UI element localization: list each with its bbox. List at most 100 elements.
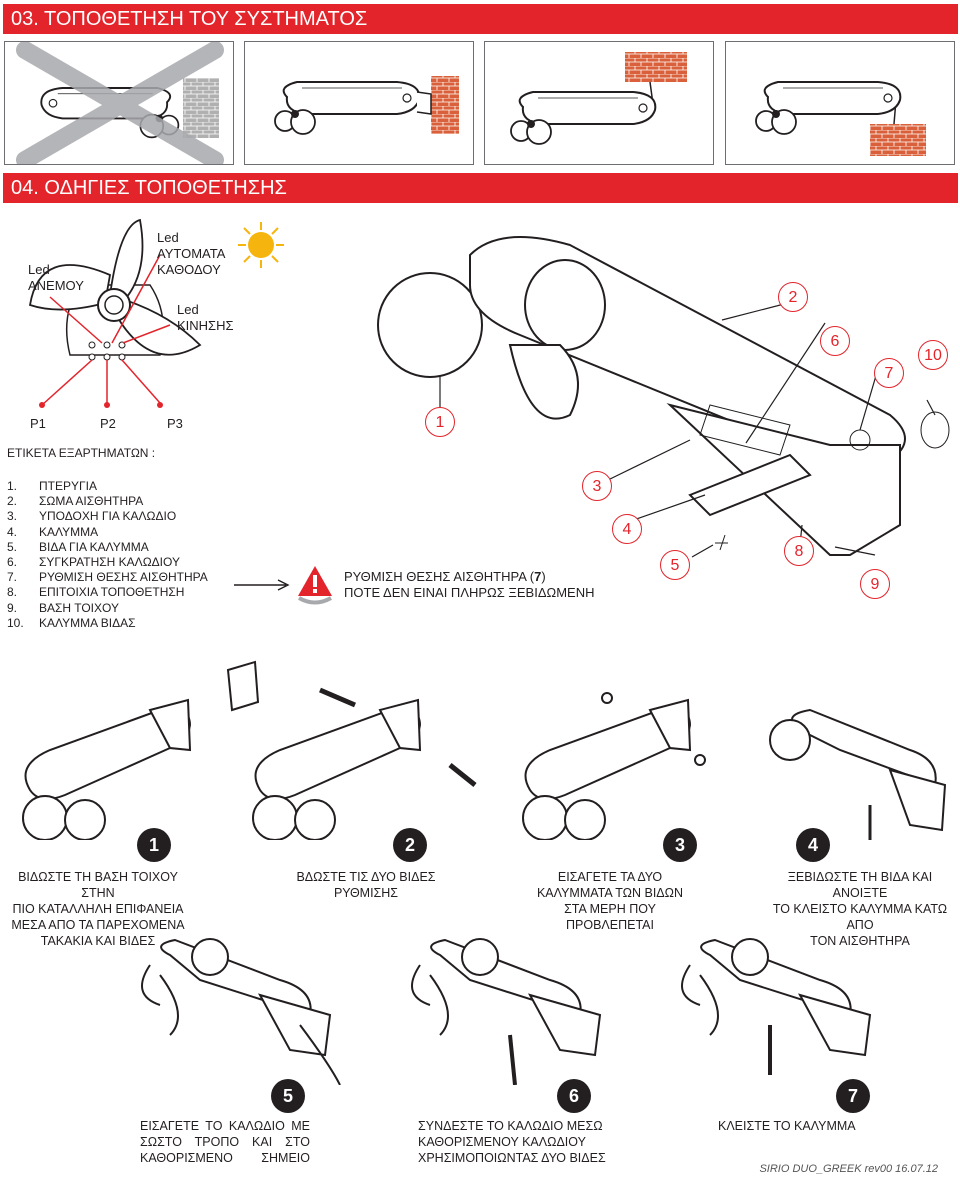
step-2-caption-line-2: ΡΥΘΜΙΣΗΣ [333,886,399,900]
step-6-badge: 6 [557,1079,591,1113]
callout-7: 7 [874,358,904,388]
led-wind-label: Led ΑΝΕΜΟΥ [28,262,84,294]
led-wind-label-line-1: Led [28,262,50,277]
step-5-caption-line-1: ΕΙΣΑΓΕΤΕ ΤΟ ΚΑΛΩΔΙΟ ΜΕ [140,1119,310,1133]
parts-list-item-number: 7. [7,570,18,585]
led-auto-label-line-2: ΑΥΤΟΜΑΤΑ [157,246,226,261]
step-3-caption: ΕΙΣΑΓΕΤΕ ΤΑ ΔΥΟ ΚΑΛΥΜΜΑΤΑ ΤΩΝ ΒΙΔΩΝ ΣΤΑ … [530,869,690,933]
mounting-panel-floor [725,41,955,165]
parts-list-item-name: ΠΤΕΡΥΓΙΑ [39,479,97,493]
section-4-title-bar: 04. ΟΔΗΓΙΕΣ ΤΟΠΟΘΕΤΗΣΗΣ [3,173,958,203]
step-7-badge: 7 [836,1079,870,1113]
parts-list-item-number: 2. [7,494,18,509]
step-5-badge: 5 [271,1079,305,1113]
step-2-badge: 2 [393,828,427,862]
callout-9: 9 [860,569,890,599]
parts-list-item-number: 10. [7,615,24,630]
mounting-ceiling-illustration [510,52,687,145]
step-4-badge: 4 [796,828,830,862]
step-6-caption: ΣΥΝΔΕΣΤΕ ΤΟ ΚΑΛΩΔΙΟ ΜΕΣΩ ΚΑΘΟΡΙΣΜΕΝΟΥ ΚΑ… [418,1118,608,1166]
parts-list-item-name: ΒΑΣΗ ΤΟΙΧΟΥ [39,600,119,615]
parts-list-item: 7.ΡΥΘΜΙΣΗ ΘΕΣΗΣ ΑΙΣΘΗΤΗΡΑ [7,570,208,585]
parts-list-item-name: ΚΑΛΥΜΜΑ [39,524,99,539]
led-motion-label-line-2: ΚΙΝΗΣΗΣ [177,318,234,333]
step-4-caption-line-3: ΤΟΝ ΑΙΣΘΗΤΗΡΑ [810,934,910,948]
warning-line-1-number: 7 [534,569,542,584]
callout-2: 2 [778,282,808,312]
parts-list-item-number: 4. [7,524,18,539]
mounting-floor-illustration [755,81,926,156]
led-auto-label-line-1: Led [157,230,179,245]
warning-line-1c: ) [541,569,546,584]
step-5-caption-line-3: ΚΑΘΟΡΙΣΜΕΝΟ ΣΗΜΕΙΟ [140,1151,310,1165]
mounting-wall-side-illustration [274,76,459,135]
callout-1: 1 [425,407,455,437]
callout-10: 10 [918,340,948,370]
steps-5-7-illustrations [141,938,872,1085]
step-5-caption-line-2: ΣΩΣΤΟ ΤΡΟΠΟ ΚΑΙ ΣΤΟ [140,1135,310,1149]
callout-6: 6 [820,326,850,356]
step-5-caption: ΕΙΣΑΓΕΤΕ ΤΟ ΚΑΛΩΔΙΟ ΜΕ ΣΩΣΤΟ ΤΡΟΠΟ ΚΑΙ Σ… [140,1118,310,1166]
callout-5: 5 [660,550,690,580]
section-3-title: 03. ΤΟΠΟΘΕΤΗΣΗ ΤΟΥ ΣΥΣΤΗΜΑΤΟΣ [11,8,368,30]
callout-3: 3 [582,471,612,501]
warning-text: ΡΥΘΜΙΣΗ ΘΕΣΗΣ ΑΙΣΘΗΤΗΡΑ (7) ΠΟΤΕ ΔΕΝ ΕΙΝ… [344,569,595,601]
step-6-caption-line-2: ΚΑΘΟΡΙΣΜΕΝΟΥ ΚΑΛΩΔΙΟΥ [418,1135,586,1149]
led-motion-label-line-1: Led [177,302,199,317]
parts-list-item-name: ΚΑΛΥΜΜΑ ΒΙΔΑΣ [39,615,136,630]
warning-line-2: ΠΟΤΕ ΔΕΝ ΕΙΝΑΙ ΠΛΗΡΩΣ ΞΕΒΙΔΩΜΕΝΗ [344,585,595,600]
warning-icon [298,566,332,605]
button-p2-label: P2 [100,416,116,431]
arrow-to-warning [234,579,290,591]
step-4-caption-line-2: ΤΟ ΚΛΕΙΣΤΟ ΚΑΛΥΜΜΑ ΚΑΤΩ ΑΠΟ [772,902,948,932]
exploded-sensor-drawing [377,236,950,558]
warning-line-1a: ΡΥΘΜΙΣΗ ΘΕΣΗΣ ΑΙΣΘΗΤΗΡΑ ( [344,569,535,584]
parts-list-item: 2.ΣΩΜΑ ΑΙΣΘΗΤΗΡΑ [7,494,208,509]
parts-list-item: 10. ΚΑΛΥΜΜΑ ΒΙΔΑΣ [7,616,208,631]
section-3-title-bar: 03. ΤΟΠΟΘΕΤΗΣΗ ΤΟΥ ΣΥΣΤΗΜΑΤΟΣ [3,4,958,34]
led-wind-label-line-2: ΑΝΕΜΟΥ [28,278,84,293]
document-footer: SIRIO DUO_GREEK rev00 16.07.12 [759,1163,938,1175]
step-4-caption-line-1: ΞΕΒΙΔΩΣΤΕ ΤΗ ΒΙΔΑ ΚΑΙ ΑΝΟΙΞΤΕ [787,870,933,900]
sun-icon [238,222,284,268]
step-1-caption-line-2: ΠΙΟ ΚΑΤΑΛΛΗΛΗ ΕΠΙΦΑΝΕΙΑ [12,902,184,916]
parts-list-item-name: ΕΠΙΤΟΙΧΙΑ ΤΟΠΟΘΕΤΗΣΗ [39,585,185,600]
parts-list-item-number: 3. [7,509,18,524]
step-6-caption-line-3: ΧΡΗΣΙΜΟΠΟΙΩΝΤΑΣ ΔΥΟ ΒΙΔΕΣ [418,1151,606,1165]
parts-list-item: 9.ΒΑΣΗ ΤΟΙΧΟΥ [7,601,208,616]
step-1-caption: ΒΙΔΩΣΤΕ ΤΗ ΒΑΣΗ ΤΟΙΧΟΥ ΣΤΗΝ ΠΙΟ ΚΑΤΑΛΛΗΛ… [0,869,196,949]
callout-8: 8 [784,536,814,566]
parts-list-title: ΕΤΙΚΕΤΑ ΕΞΑΡΤΗΜΑΤΩΝ : [7,446,156,460]
led-motion-label: Led ΚΙΝΗΣΗΣ [177,302,234,334]
step-3-caption-line-2: ΚΑΛΥΜΜΑΤΑ ΤΩΝ ΒΙΔΩΝ [536,886,684,900]
step-6-caption-line-1: ΣΥΝΔΕΣΤΕ ΤΟ ΚΑΛΩΔΙΟ ΜΕΣΩ [418,1119,603,1133]
parts-list-item: 6. ΣΥΓΚΡΑΤΗΣΗ ΚΑΛΩΔΙΟΥ [7,555,208,570]
step-2-caption-line-1: ΒΔΩΣΤΕ ΤΙΣ ΔΥΟ ΒΙΔΕΣ [296,870,436,884]
step-1-badge: 1 [137,828,171,862]
parts-list-item-name: ΣΥΓΚΡΑΤΗΣΗ ΚΑΛΩΔΙΟΥ [39,555,180,570]
step-7-caption: ΚΛΕΙΣΤΕ ΤΟ ΚΑΛΥΜΜΑ [718,1118,858,1134]
step-3-badge: 3 [663,828,697,862]
parts-list-item-number: 8. [7,585,18,600]
led-auto-label: Led ΑΥΤΟΜΑΤΑ ΚΑΘΟΔΟΥ [157,230,225,278]
led-auto-label-line-3: ΚΑΘΟΔΟΥ [157,262,221,277]
parts-list-item: 1. ΠΤΕΡΥΓΙΑ [7,479,208,494]
led-panel-diagram [28,218,202,408]
parts-list-item: 3. ΥΠΟΔΟΧΗ ΓΙΑ ΚΑΛΩΔΙΟ [7,509,208,524]
parts-list-item-number: 1. [7,479,18,493]
parts-list-item: 5. ΒΙΔΑ ΓΙΑ ΚΑΛΥΜΜΑ [7,540,208,555]
section-4-title: 04. ΟΔΗΓΙΕΣ ΤΟΠΟΘΕΤΗΣΗΣ [11,177,287,199]
parts-list-item-name: ΥΠΟΔΟΧΗ ΓΙΑ ΚΑΛΩΔΙΟ [39,509,177,524]
step-3-caption-line-3: ΣΤΑ ΜΕΡΗ ΠΟΥ [564,902,656,916]
callout-4: 4 [612,514,642,544]
parts-list-item-name: ΒΙΔΑ ΓΙΑ ΚΑΛΥΜΜΑ [39,539,149,554]
step-3-caption-line-4: ΠΡΟΒΛΕΠΕΤΑΙ [566,918,654,932]
parts-list-item-number: 5. [7,539,18,554]
step-1-caption-line-3: ΜΕΣΑ ΑΠΟ ΤΑ ΠΑΡΕΧΟΜΕΝΑ [11,918,185,932]
step-1-caption-line-4: ΤΑΚΑΚΙΑ ΚΑΙ ΒΙΔΕΣ [40,934,156,948]
step-3-caption-line-1: ΕΙΣΑΓΕΤΕ ΤΑ ΔΥΟ [557,870,663,884]
parts-list-item-number: 6. [7,555,18,570]
warning-line-1: ΡΥΘΜΙΣΗ ΘΕΣΗΣ ΑΙΣΘΗΤΗΡΑ (7) [344,569,595,585]
step-4-caption: ΞΕΒΙΔΩΣΤΕ ΤΗ ΒΙΔΑ ΚΑΙ ΑΝΟΙΞΤΕ ΤΟ ΚΛΕΙΣΤΟ… [760,869,960,949]
